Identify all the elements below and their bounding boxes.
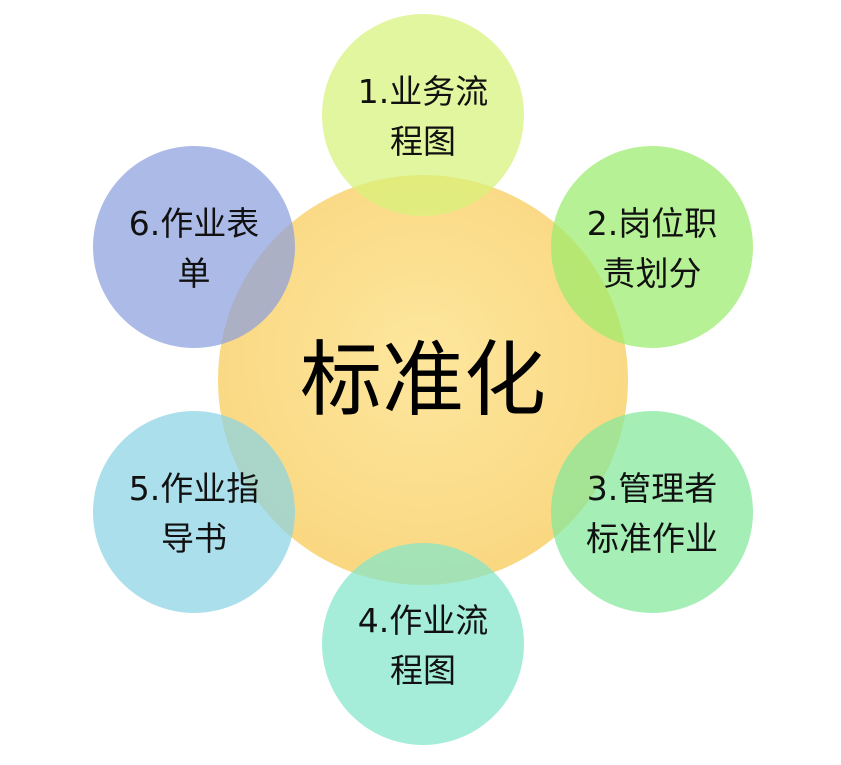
node-label-1-line-1: 1.业务流 xyxy=(358,72,489,111)
node-label-6: 6.作业表 单 xyxy=(129,204,260,293)
node-circle-2 xyxy=(551,146,753,348)
node-label-2: 2.岗位职 责划分 xyxy=(587,204,718,293)
node-label-2-line-1: 2.岗位职 xyxy=(587,204,718,243)
node-label-4-line-2: 程图 xyxy=(390,651,456,690)
node-circle-3 xyxy=(551,411,753,613)
node-label-4-line-1: 4.作业流 xyxy=(358,601,489,640)
node-label-1-line-2: 程图 xyxy=(390,122,456,161)
node-label-4: 4.作业流 程图 xyxy=(358,601,489,690)
node-circle-6 xyxy=(93,146,295,348)
node-label-5-line-2: 导书 xyxy=(161,519,227,558)
node-circle-5 xyxy=(93,411,295,613)
center-circle xyxy=(218,175,628,585)
node-circle-1 xyxy=(322,14,524,216)
node-label-3-line-2: 标准作业 xyxy=(586,519,718,558)
node-label-2-line-2: 责划分 xyxy=(603,254,702,293)
node-label-6-line-2: 单 xyxy=(178,254,211,293)
center-label: 标准化 xyxy=(300,333,546,428)
node-circle-4 xyxy=(322,543,524,745)
node-label-1: 1.业务流 程图 xyxy=(358,72,489,161)
satellite-circles xyxy=(93,14,753,745)
node-label-3: 3.管理者 标准作业 xyxy=(586,469,718,558)
node-label-3-line-1: 3.管理者 xyxy=(587,469,718,508)
node-label-6-line-1: 6.作业表 xyxy=(129,204,260,243)
node-label-5: 5.作业指 导书 xyxy=(129,469,260,558)
node-label-5-line-1: 5.作业指 xyxy=(129,469,260,508)
